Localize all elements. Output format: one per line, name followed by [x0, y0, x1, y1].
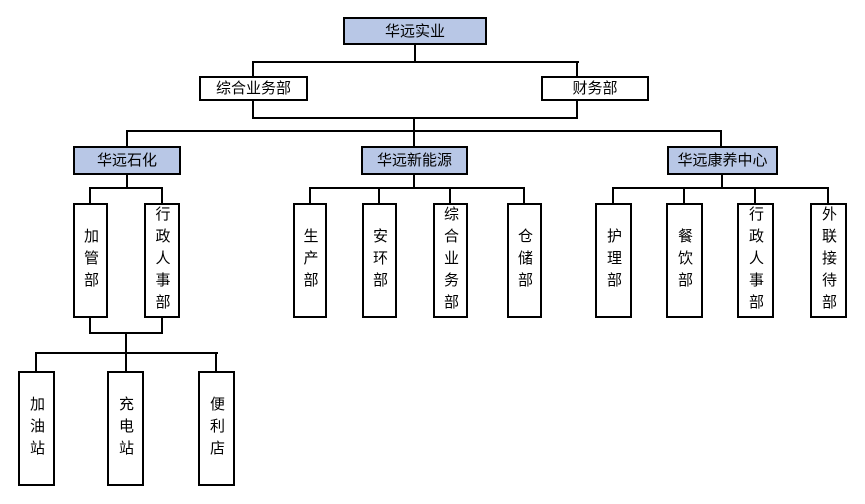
- connector-line: [215, 352, 217, 371]
- connector-line: [252, 117, 578, 119]
- node-charging-station: 充电站: [107, 371, 144, 486]
- connector-line: [126, 130, 128, 146]
- connector-line: [161, 318, 163, 334]
- connector-line: [252, 101, 254, 119]
- node-wellness-center-branch: 华远康养中心: [667, 146, 778, 175]
- connector-line: [161, 187, 163, 203]
- connector-line: [612, 187, 829, 189]
- node-nursing-dept: 护理部: [595, 203, 632, 318]
- node-general-business-dept: 综合业务部: [199, 76, 308, 101]
- connector-line: [309, 187, 525, 189]
- node-root-company: 华远实业: [343, 17, 487, 45]
- connector-line: [309, 187, 311, 203]
- connector-line: [126, 175, 128, 189]
- node-warehouse-dept: 仓储部: [507, 203, 542, 318]
- node-convenience-store: 便利店: [198, 371, 235, 486]
- connector-line: [413, 130, 415, 146]
- connector-line: [413, 117, 415, 132]
- node-petrochemical-branch: 华远石化: [73, 146, 181, 175]
- node-external-liaison-dept: 外联接待部: [810, 203, 847, 318]
- node-gas-station: 加油站: [18, 371, 55, 486]
- connector-line: [89, 187, 91, 203]
- connector-line: [523, 187, 525, 203]
- connector-line: [89, 318, 91, 334]
- connector-line: [126, 130, 722, 132]
- connector-line: [252, 61, 254, 77]
- connector-line: [125, 352, 127, 371]
- node-station-management-dept: 加管部: [73, 203, 108, 318]
- connector-line: [414, 45, 416, 62]
- connector-line: [89, 187, 163, 189]
- connector-line: [378, 187, 380, 203]
- node-production-dept: 生产部: [293, 203, 327, 318]
- node-new-energy-branch: 华远新能源: [361, 146, 468, 175]
- connector-line: [754, 187, 756, 203]
- connector-line: [35, 352, 37, 371]
- node-admin-hr-dept-petrochem: 行政人事部: [144, 203, 180, 318]
- connector-line: [720, 130, 722, 146]
- connector-line: [576, 101, 578, 119]
- connector-line: [449, 187, 451, 203]
- node-finance-dept: 财务部: [541, 76, 649, 101]
- node-safety-environment-dept: 安环部: [362, 203, 397, 318]
- connector-line: [827, 187, 829, 203]
- connector-line: [612, 187, 614, 203]
- connector-line: [125, 332, 127, 354]
- node-catering-dept: 餐饮部: [666, 203, 703, 318]
- connector-line: [413, 175, 415, 189]
- connector-line: [683, 187, 685, 203]
- connector-line: [576, 61, 578, 77]
- connector-line: [721, 175, 723, 189]
- node-general-business-dept-energy: 综合业务部: [433, 203, 468, 318]
- node-admin-hr-dept-wellness: 行政人事部: [737, 203, 774, 318]
- connector-line: [252, 61, 579, 63]
